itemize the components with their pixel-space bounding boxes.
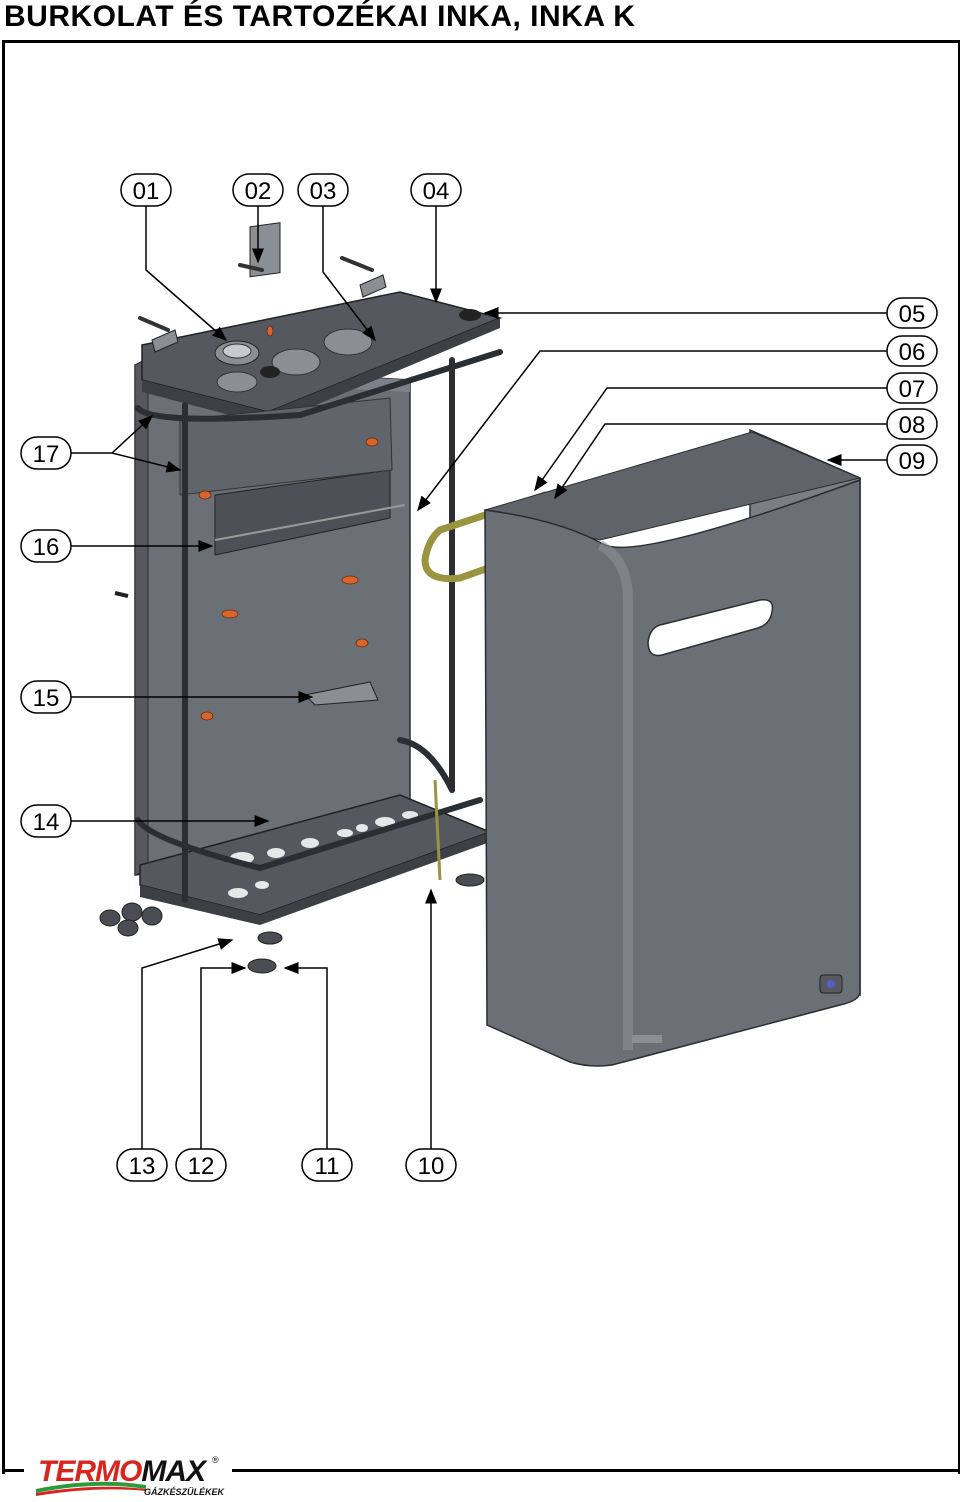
callouts-right: 05 06 07 08 09	[886, 297, 938, 476]
logo-brand-part2: MAX	[141, 1455, 206, 1488]
page-title: BURKOLAT ÉS TARTOZÉKAI INKA, INKA K	[4, 0, 636, 33]
logo-registered: ®	[212, 1455, 219, 1465]
logo-brand-part1: TERMO	[38, 1455, 142, 1488]
callout-15: 15	[33, 685, 60, 712]
callout-12: 12	[188, 1153, 215, 1180]
logo-swoosh-icon	[36, 1481, 146, 1496]
callout-13: 13	[129, 1153, 156, 1180]
callout-03: 03	[310, 178, 337, 205]
callout-02: 02	[245, 178, 272, 205]
callout-05: 05	[899, 301, 926, 328]
footer-rule-left	[2, 1469, 24, 1472]
callout-17: 17	[33, 441, 60, 468]
footer-rule	[232, 1469, 958, 1472]
callouts-top: 01 02 03 04	[120, 173, 462, 207]
callout-11: 11	[315, 1153, 340, 1180]
callout-16: 16	[33, 534, 60, 561]
callout-09: 09	[899, 448, 926, 475]
callout-10: 10	[418, 1153, 445, 1180]
drawing-frame	[2, 40, 960, 1474]
logo-subtitle: GÁZKÉSZÜLÉKEK	[144, 1487, 225, 1497]
callout-14: 14	[33, 809, 60, 836]
front-cover	[483, 428, 862, 1067]
callouts-bottom: 13 12 11 10	[116, 1148, 457, 1182]
callout-04: 04	[423, 178, 450, 205]
callout-06: 06	[899, 339, 926, 366]
callout-08: 08	[899, 412, 926, 439]
callout-01: 01	[133, 178, 160, 205]
callout-07: 07	[899, 376, 926, 403]
callouts-left: 17 16 15 14	[20, 436, 72, 838]
termomax-logo: TERMOMAX ® GÁZKÉSZÜLÉKEK	[36, 1455, 226, 1500]
chassis	[99, 222, 503, 974]
leader-lines	[71, 206, 887, 1149]
